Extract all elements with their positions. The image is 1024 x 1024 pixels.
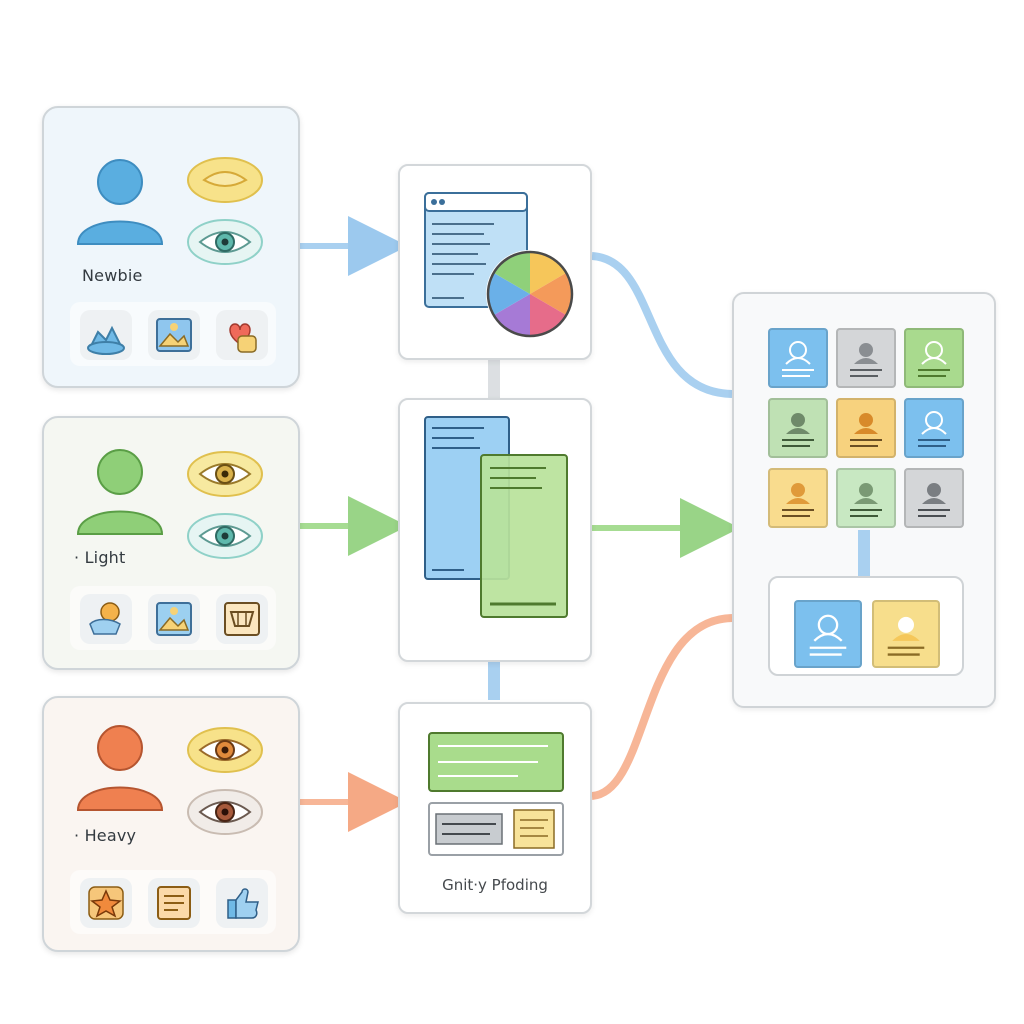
eye-icon — [187, 789, 263, 835]
persona-actions-newbie — [70, 302, 276, 366]
middle-card-compare[interactable] — [398, 398, 592, 662]
user-icon — [76, 725, 164, 811]
persona-card-heavy[interactable]: · Heavy — [42, 696, 300, 952]
grid-tile-5[interactable] — [836, 398, 896, 458]
output-subpanel — [768, 576, 964, 676]
persona-card-newbie[interactable]: Newbie — [42, 106, 300, 388]
persona-actions-light — [70, 586, 276, 650]
eye-closed-icon — [187, 157, 263, 203]
color-wheel-icon — [486, 250, 574, 338]
star-icon[interactable] — [80, 878, 132, 928]
curve-top-to-output — [591, 252, 733, 398]
content-blocks-icon — [428, 802, 564, 856]
middle-card-pending[interactable]: Gnit·y Pfoding — [398, 702, 592, 914]
grid-tile-4[interactable] — [768, 398, 828, 458]
eye-icon — [187, 727, 263, 773]
grid-tile-2[interactable] — [836, 328, 896, 388]
eye-icon — [187, 451, 263, 497]
persona-name-heavy: · Heavy — [74, 826, 137, 845]
persona-name-newbie: Newbie — [82, 266, 143, 285]
featured-tile-yellow[interactable] — [872, 600, 940, 668]
banner-green-icon — [428, 732, 564, 792]
persona-name-light: · Light — [74, 548, 126, 567]
document-green-icon — [480, 454, 568, 618]
persona-card-light[interactable]: · Light — [42, 416, 300, 670]
grid-tile-6[interactable] — [904, 398, 964, 458]
cloud-mountain-icon[interactable] — [80, 310, 132, 360]
grid-tile-9[interactable] — [904, 468, 964, 528]
user-icon — [76, 159, 164, 245]
persona-actions-heavy — [70, 870, 276, 934]
image-icon[interactable] — [148, 594, 200, 644]
grid-tile-1[interactable] — [768, 328, 828, 388]
user-icon — [76, 449, 164, 535]
image-icon[interactable] — [148, 310, 200, 360]
middle-card-caption: Gnit·y Pfoding — [442, 876, 548, 894]
hand-heart-icon[interactable] — [80, 594, 132, 644]
middle-card-documents[interactable] — [398, 164, 592, 360]
shopping-cart-icon[interactable] — [216, 594, 268, 644]
document-icon[interactable] — [148, 878, 200, 928]
grid-tile-7[interactable] — [768, 468, 828, 528]
featured-tile-blue[interactable] — [794, 600, 862, 668]
eye-icon — [187, 219, 263, 265]
thumbs-up-icon[interactable] — [216, 878, 268, 928]
panel-link — [858, 530, 870, 578]
grid-tile-8[interactable] — [836, 468, 896, 528]
eye-icon — [187, 513, 263, 559]
curve-bottom-to-output — [591, 614, 733, 800]
output-panel — [732, 292, 996, 708]
grid-tile-3[interactable] — [904, 328, 964, 388]
heart-thumbs-up-icon[interactable] — [216, 310, 268, 360]
